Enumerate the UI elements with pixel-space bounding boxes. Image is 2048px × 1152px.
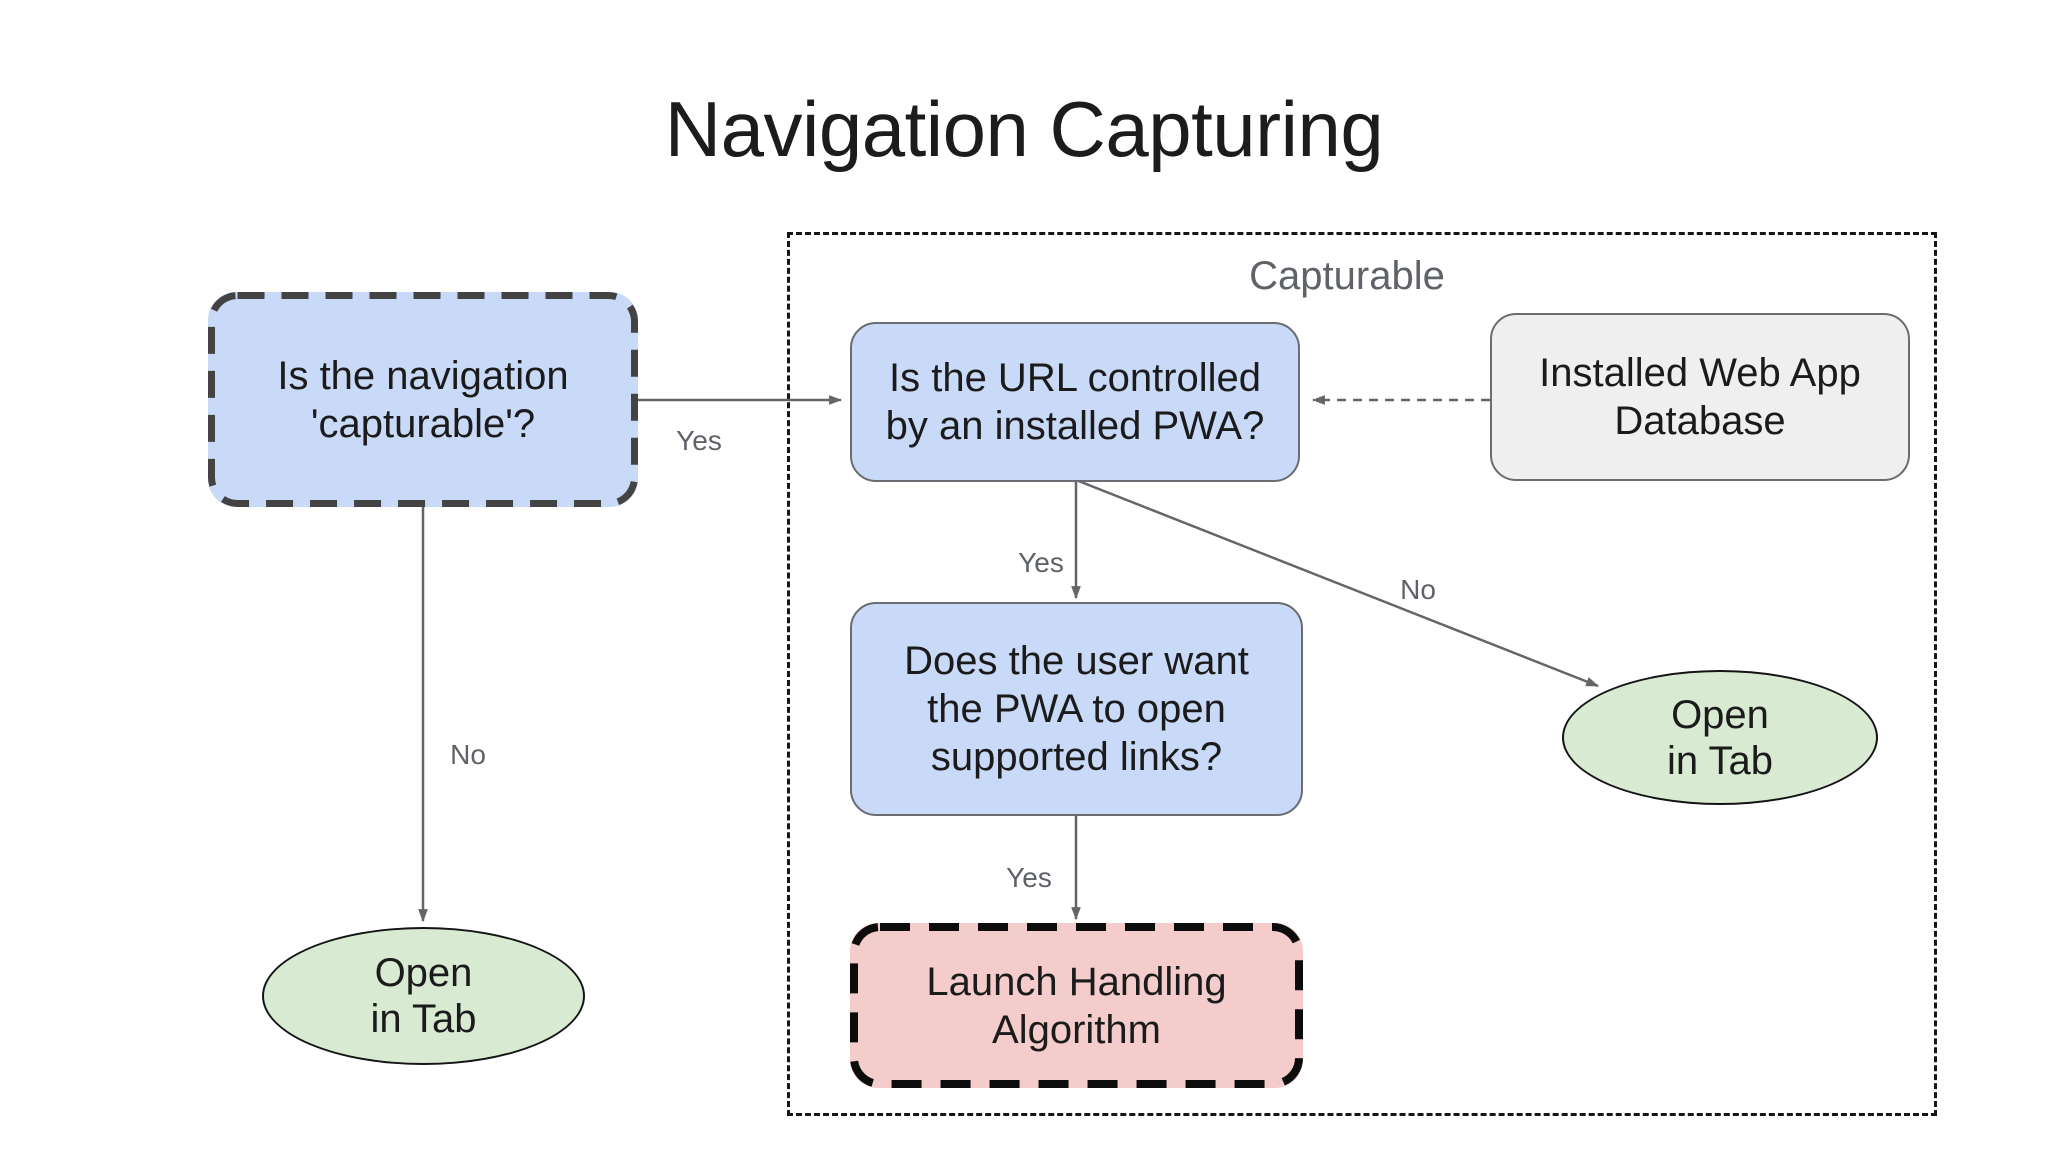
edge-label-capturable-no: No <box>450 739 486 770</box>
open-in-tab-left-label: Open in Tab <box>370 951 477 1041</box>
node-open-in-tab-right: Open in Tab <box>1562 670 1878 805</box>
open-in-tab-right-label: Open in Tab <box>1666 692 1773 783</box>
edge-label-controlled-yes: Yes <box>1018 547 1064 578</box>
node-url-question: Is the URL controlled by an installed PW… <box>850 322 1300 482</box>
page-title: Navigation Capturing <box>664 85 1384 173</box>
edge-label-supported-yes: Yes <box>1006 862 1052 893</box>
edge-label-capturable-yes: Yes <box>676 425 722 456</box>
edge-controlled-no <box>1075 478 1600 688</box>
node-launch-handling-algorithm: Launch Handling Algorithm <box>850 923 1303 1088</box>
node-capturable-question: Is the navigation 'capturable'? <box>208 292 638 507</box>
capturable-group-label: Capturable <box>1249 254 1445 298</box>
edge-label-controlled-no: No <box>1400 574 1436 605</box>
node-open-in-tab-left: Open in Tab <box>262 927 585 1065</box>
supported-links-question-label: Does the user want the PWA to open suppo… <box>904 639 1249 779</box>
capturable-group <box>787 232 1937 1116</box>
node-installed-web-app-database: Installed Web App Database <box>1490 313 1910 481</box>
launch-handling-label: Launch Handling Algorithm <box>926 959 1227 1052</box>
database-label: Installed Web App Database <box>1539 351 1861 443</box>
url-question-label: Is the URL controlled by an installed PW… <box>885 356 1265 448</box>
capturable-question-label: Is the navigation 'capturable'? <box>277 353 569 446</box>
node-supported-links-question: Does the user want the PWA to open suppo… <box>850 602 1303 816</box>
